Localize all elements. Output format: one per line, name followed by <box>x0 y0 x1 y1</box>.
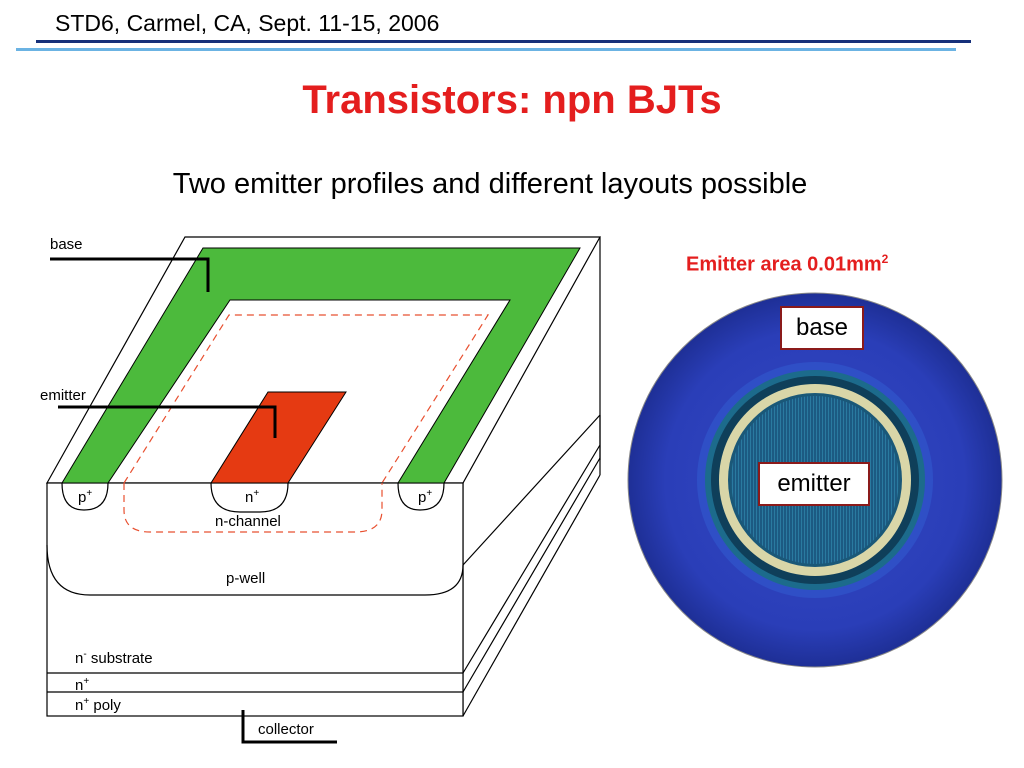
conference-header: STD6, Carmel, CA, Sept. 11-15, 2006 <box>55 10 440 36</box>
substrate-text: substrate <box>86 650 153 667</box>
p-well-label: p-well <box>226 570 266 587</box>
base-metal-contact <box>61 247 581 484</box>
poly-text: poly <box>89 697 121 714</box>
emitter-contact <box>210 391 347 484</box>
n-minus-text: n <box>75 650 84 667</box>
header-rule-light <box>16 48 956 51</box>
emitter-area-exponent: 2 <box>881 252 889 266</box>
n-plus-layer-sup: + <box>83 676 90 687</box>
n-plus-emitter-label: n+ <box>245 488 259 506</box>
n-channel-outline <box>123 314 490 533</box>
n-plus-poly-text: n <box>75 697 84 714</box>
leader-lines <box>50 257 337 744</box>
n-minus-sup: - <box>83 649 87 660</box>
slide-subtitle: Two emitter profiles and different layou… <box>172 168 808 200</box>
p-plus-left-label: p+ <box>78 488 92 506</box>
p-plus-left-sup: + <box>86 488 93 499</box>
n-channel-label: n-channel <box>215 513 281 530</box>
p-plus-right-sup: + <box>426 488 433 499</box>
block-front-face <box>46 482 464 717</box>
n-plus-poly-label: n+ poly <box>75 696 121 714</box>
n-minus-substrate-label: n- substrate <box>75 649 153 667</box>
n-plus-emitter-sup: + <box>253 488 260 499</box>
emitter-label: emitter <box>40 387 86 404</box>
n-plus-poly-sup: + <box>83 696 90 707</box>
n-plus-layer-label: n+ <box>75 676 89 694</box>
photo-base-label: base <box>780 306 864 350</box>
n-plus-emitter-text: n <box>245 489 254 506</box>
emitter-area-label: Emitter area 0.01mm2 <box>686 252 888 277</box>
emitter-area-text: Emitter area 0.01mm <box>686 253 882 276</box>
photo-emitter-label: emitter <box>758 462 870 506</box>
n-plus-layer-text: n <box>75 677 84 694</box>
base-label: base <box>50 236 83 253</box>
slide-title: Transistors: npn BJTs <box>302 78 722 122</box>
p-plus-left-text: p <box>78 489 87 506</box>
collector-label: collector <box>258 721 314 738</box>
header-rule-dark <box>36 40 971 43</box>
p-plus-right-text: p <box>418 489 427 506</box>
p-plus-right-label: p+ <box>418 488 432 506</box>
